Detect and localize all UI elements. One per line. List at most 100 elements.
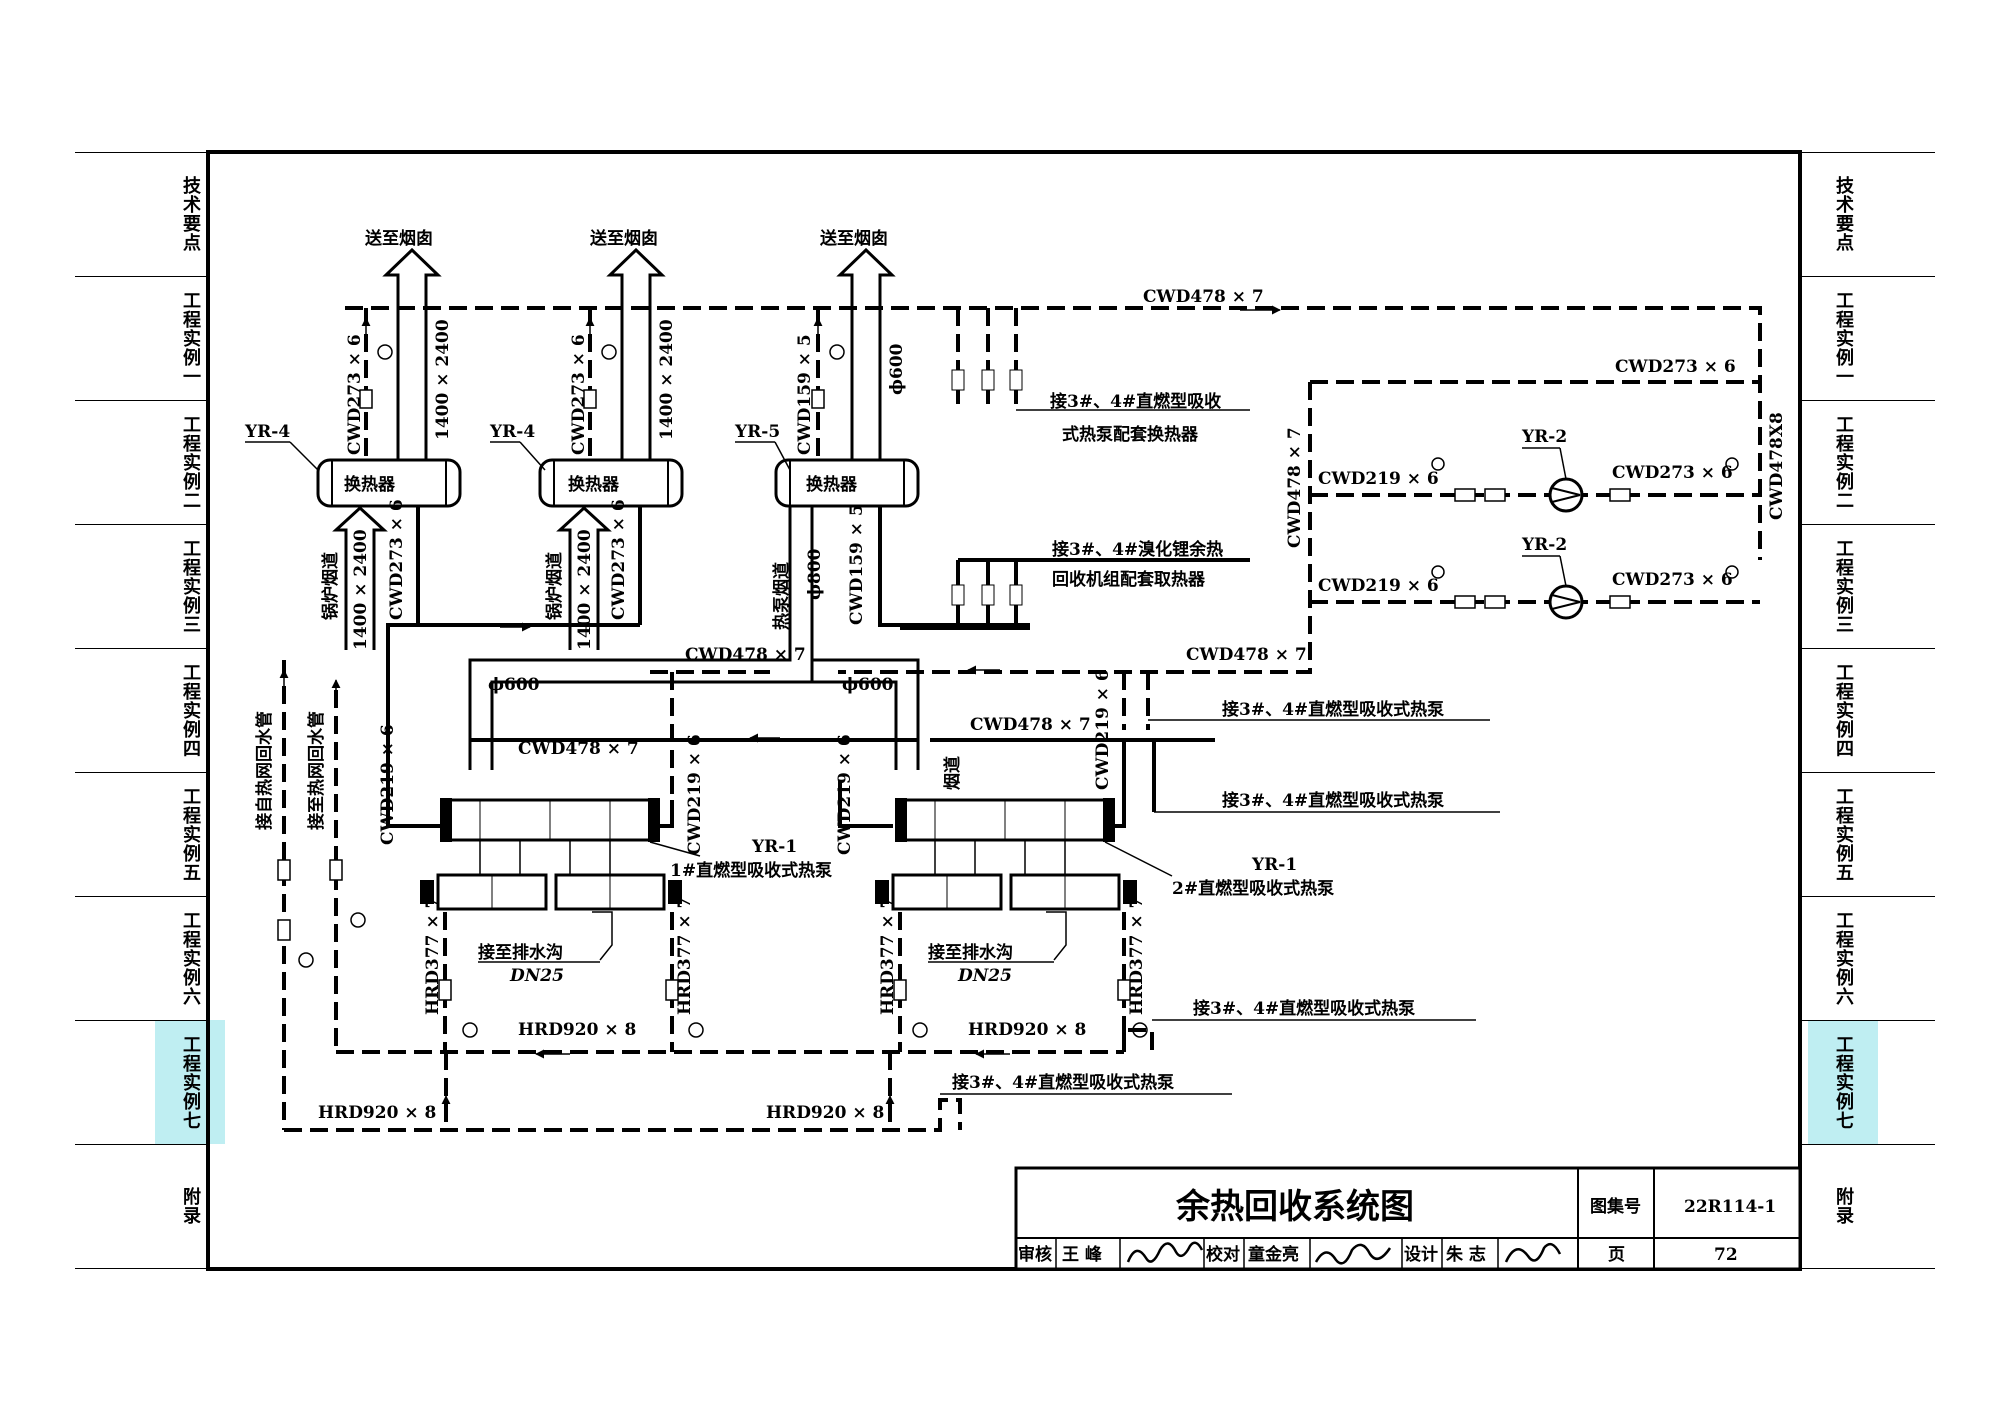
- pump-lower: [1548, 584, 1584, 620]
- right-tab-9[interactable]: 附录: [1808, 1144, 1878, 1268]
- right-tab-8[interactable]: 工程实例七: [1808, 1020, 1878, 1144]
- heat-pump-1-label: 1#直燃型吸收式热泵: [670, 860, 832, 881]
- duct-size-2: 1400 × 2400: [657, 319, 677, 440]
- check-name: 童金亮: [1248, 1244, 1299, 1265]
- signature-check: [1314, 1243, 1392, 1265]
- left-tab-9[interactable]: 附录: [155, 1144, 225, 1268]
- atlas-number: 22R114-1: [1684, 1197, 1776, 1217]
- left-tab-1[interactable]: 技术要点: [155, 152, 225, 276]
- hx1-supply-size: CWD273 × 6: [345, 334, 365, 455]
- right-tab-label: 工程实例六: [1833, 910, 1854, 1006]
- pump-valves: [1431, 457, 1739, 609]
- tab-separator: [1800, 1268, 1935, 1269]
- left-tab-2[interactable]: 工程实例一: [155, 276, 225, 400]
- left-tab-4[interactable]: 工程实例三: [155, 524, 225, 648]
- left-tab-8[interactable]: 工程实例七: [155, 1020, 225, 1144]
- phi800-label: ϕ800: [805, 548, 825, 600]
- left-tab-7[interactable]: 工程实例六: [155, 896, 225, 1020]
- review-name: 王 峰: [1062, 1244, 1103, 1265]
- branch-to-34-hx: [951, 308, 1250, 411]
- heat-exchanger-1: [316, 458, 462, 508]
- tab-separator: [75, 1268, 208, 1269]
- chimney-label-1: 送至烟囱: [365, 228, 433, 249]
- right-tab-label: 工程实例七: [1833, 1034, 1854, 1130]
- hx2-label: 换热器: [568, 474, 620, 495]
- tab-separator: [75, 1020, 208, 1021]
- right-tab-1[interactable]: 技术要点: [1808, 152, 1878, 276]
- chimney-phi600: ϕ600: [887, 343, 907, 395]
- cwd273-right-label: CWD273 × 6: [1615, 357, 1736, 377]
- right-tab-2[interactable]: 工程实例一: [1808, 276, 1878, 400]
- left-tab-3[interactable]: 工程实例二: [155, 400, 225, 524]
- right-tab-6[interactable]: 工程实例五: [1808, 772, 1878, 896]
- note-3: 接3#、4#直燃型吸收式热泵: [1222, 699, 1444, 720]
- tab-separator: [1800, 276, 1935, 277]
- right-tab-label: 工程实例三: [1833, 538, 1854, 634]
- left-tab-label: 工程实例二: [180, 414, 201, 510]
- left-tab-label: 工程实例六: [180, 910, 201, 1006]
- left-tab-label: 工程实例一: [180, 290, 201, 386]
- hrd920-b-label: HRD920 × 8: [968, 1020, 1086, 1040]
- tab-separator: [75, 1144, 208, 1145]
- note-5: 接3#、4#直燃型吸收式热泵: [1193, 998, 1415, 1019]
- tab-separator: [75, 276, 208, 277]
- heatpump-flue-label: 热泵烟道: [771, 562, 792, 630]
- hx1-label: 换热器: [344, 474, 396, 495]
- cwd219-c-label: CWD219 × 6: [835, 734, 855, 855]
- hx2-return-size: CWD273 × 6: [609, 499, 629, 620]
- tab-separator: [1800, 152, 1935, 153]
- cwd478-mid-label: CWD478 × 7: [685, 645, 806, 665]
- hrd920-d-label: HRD920 × 8: [766, 1103, 884, 1123]
- drain-label-a: 接至排水沟: [478, 942, 563, 963]
- tab-separator: [1800, 400, 1935, 401]
- left-tab-6[interactable]: 工程实例五: [155, 772, 225, 896]
- chimney-outlet-3: [836, 247, 896, 470]
- tab-separator: [75, 152, 208, 153]
- left-tab-5[interactable]: 工程实例四: [155, 648, 225, 772]
- phi600-right: ϕ600: [842, 675, 894, 695]
- note-2-line1: 接3#、4#溴化锂余热: [1052, 539, 1223, 560]
- right-tab-7[interactable]: 工程实例六: [1808, 896, 1878, 1020]
- heat-pump-1: [420, 798, 682, 911]
- boiler-duct-label-2: 锅炉烟道: [544, 552, 565, 620]
- right-tab-label: 工程实例一: [1833, 290, 1854, 386]
- dn25-label-b: DN25: [957, 966, 1012, 986]
- cwd219-lower-label: CWD219 × 6: [1318, 576, 1439, 596]
- right-tab-3[interactable]: 工程实例二: [1808, 400, 1878, 524]
- tab-separator: [75, 648, 208, 649]
- yr4-tag-a: YR-4: [244, 422, 290, 442]
- right-tab-5[interactable]: 工程实例四: [1808, 648, 1878, 772]
- hx2-supply-size: CWD273 × 6: [569, 334, 589, 455]
- boiler-duct-1: [332, 505, 388, 650]
- review-label: 审核: [1018, 1244, 1052, 1265]
- cwd219-d-label: CWD219 × 6: [1093, 669, 1113, 790]
- left-tab-label: 工程实例四: [180, 662, 201, 758]
- design-name: 朱 志: [1446, 1244, 1486, 1265]
- cwd478-leftvert-label: CWD478 × 7: [1285, 427, 1305, 548]
- hx3-supply-size: CWD159 × 5: [795, 334, 815, 455]
- note-6: 接3#、4#直燃型吸收式热泵: [952, 1072, 1174, 1093]
- drain-label-b: 接至排水沟: [928, 942, 1013, 963]
- chimney-outlet-1: [382, 247, 442, 470]
- cwd478-center-label: CWD478 × 7: [518, 739, 639, 759]
- dn25-label-a: DN25: [509, 966, 564, 986]
- tab-separator: [1800, 896, 1935, 897]
- cwd478x8-label: CWD478X8: [1767, 412, 1787, 520]
- heat-pump-2-label: 2#直燃型吸收式热泵: [1172, 878, 1334, 899]
- hrd920-a-label: HRD920 × 8: [518, 1020, 636, 1040]
- right-tab-4[interactable]: 工程实例三: [1808, 524, 1878, 648]
- cwd478-right-loop: [1310, 380, 1762, 400]
- signature-review: [1126, 1241, 1204, 1263]
- right-tab-label: 工程实例四: [1833, 662, 1854, 758]
- chimney-label-3: 送至烟囱: [820, 228, 888, 249]
- note-2-line2: 回收机组配套取热器: [1052, 569, 1206, 590]
- hx3-return-size: CWD159 × 5: [847, 504, 867, 625]
- page-number: 72: [1714, 1245, 1738, 1265]
- duct-size-1: 1400 × 2400: [433, 319, 453, 440]
- note-1-line1: 接3#、4#直燃型吸收: [1050, 391, 1221, 412]
- hrd377-c-label: HRD377 × 7: [878, 897, 898, 1015]
- title-block: [1014, 1166, 1802, 1271]
- left-tab-label: 技术要点: [180, 176, 201, 252]
